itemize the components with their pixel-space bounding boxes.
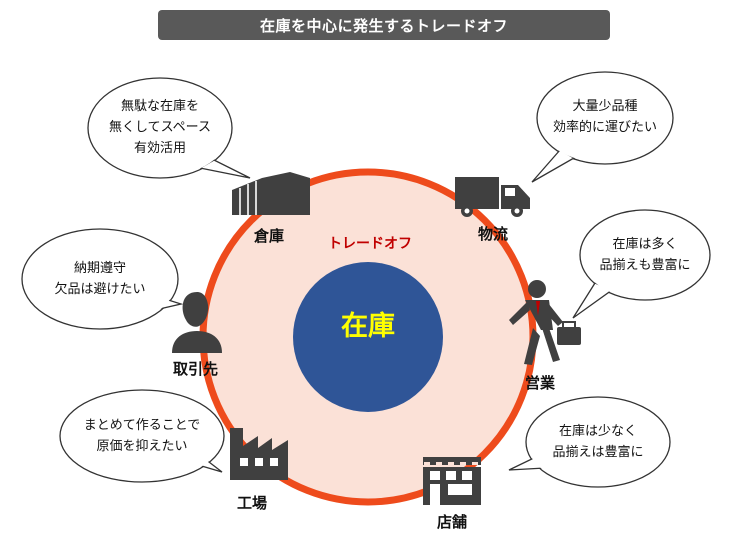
sales-label: 営業: [525, 374, 556, 392]
warehouse-bubble-line: 有効活用: [133, 141, 186, 156]
truck-icon: [455, 177, 530, 217]
client-bubble-line: 欠品は避けたい: [54, 282, 146, 297]
factory-bubble-line: 原価を抑えたい: [96, 439, 188, 454]
logistics-bubble-text: 大量少品種 効率的に運びたい: [537, 96, 673, 138]
sales-bubble-line: 在庫は多く: [612, 237, 678, 252]
inventory-label: 在庫: [341, 311, 395, 342]
warehouse-label: 倉庫: [254, 227, 285, 245]
store-bubble-line: 在庫は少なく: [558, 424, 637, 439]
client-bubble-text: 納期遵守 欠品は避けたい: [22, 258, 178, 300]
client-bubble-line: 納期遵守: [73, 261, 126, 276]
factory-label: 工場: [237, 494, 268, 512]
store-bubble-line: 品揃えは豊富に: [552, 445, 644, 460]
logistics-label: 物流: [478, 225, 509, 243]
warehouse-bubble-line: 無くしてスペース: [108, 120, 212, 135]
sales-bubble-text: 在庫は多く 品揃えも豊富に: [580, 234, 710, 276]
warehouse-bubble-line: 無駄な在庫を: [120, 99, 199, 114]
factory-icon: [230, 428, 288, 480]
store-bubble-text: 在庫は少なく 品揃えは豊富に: [526, 421, 670, 463]
salesperson-icon: [509, 280, 581, 365]
store-icon: [423, 457, 481, 505]
factory-bubble-text: まとめて作ることで 原価を抑えたい: [60, 415, 224, 457]
tradeoff-caption: トレードオフ: [328, 236, 412, 252]
inventory-core: [293, 262, 443, 412]
logistics-bubble-line: 効率的に運びたい: [552, 120, 657, 135]
client-label: 取引先: [173, 360, 219, 378]
warehouse-icon: [232, 172, 310, 215]
sales-bubble-line: 品揃えも豊富に: [599, 258, 691, 273]
logistics-bubble-line: 大量少品種: [572, 99, 638, 114]
factory-bubble-line: まとめて作ることで: [83, 418, 201, 433]
store-label: 店舗: [437, 513, 468, 531]
diagram-title: 在庫を中心に発生するトレードオフ: [158, 10, 610, 40]
warehouse-bubble-text: 無駄な在庫を 無くしてスペース 有効活用: [88, 96, 232, 159]
person-icon: [172, 292, 222, 353]
